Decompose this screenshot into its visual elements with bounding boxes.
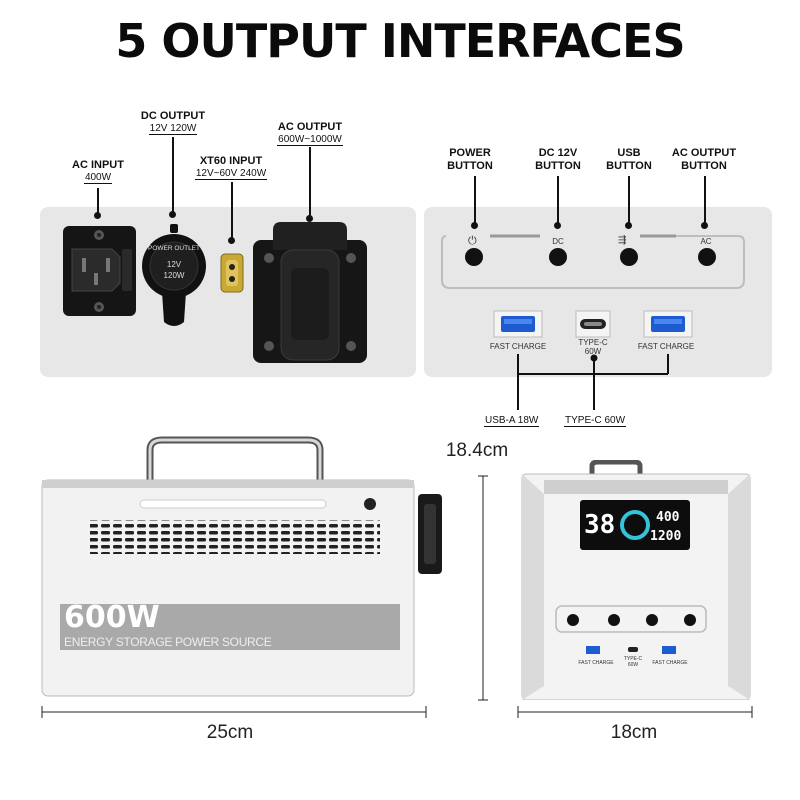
dc12v-button-callout: DC 12V BUTTON [527, 147, 589, 173]
dc12v-button-label-1: DC 12V [538, 147, 578, 159]
device-tagline: ENERGY STORAGE POWER SOURCE [64, 635, 272, 649]
panel-dc-label: DC [552, 237, 564, 246]
ac-socket [253, 222, 367, 363]
display-temp: 38 [584, 510, 616, 540]
front-typec: TYPE-C [623, 656, 643, 662]
dc-outlet-text-3: 120W [164, 271, 185, 280]
xt60-input-spec: 12V~60V 240W [194, 168, 268, 180]
width-dimension-line [517, 706, 753, 718]
usb-a-spec: USB-A 18W [484, 415, 540, 427]
device-brand: 600W [64, 600, 160, 635]
device-side-view [41, 436, 442, 697]
ac-output-button-label-2: BUTTON [681, 160, 727, 172]
ac-output-callout: AC OUTPUT 600W~1000W [268, 121, 352, 146]
usb-button-label-1: USB [617, 147, 641, 159]
device-front-view [521, 460, 751, 700]
dc-outlet-text-2: 12V [167, 260, 182, 269]
usb-a-port-left [493, 310, 543, 338]
front-fast-left: FAST CHARGE [578, 660, 614, 666]
ac-output-spec: 600W~1000W [277, 134, 343, 146]
front-fast-right: FAST CHARGE [652, 660, 688, 666]
power-button-label-2: BUTTON [447, 160, 493, 172]
dc12v-button-label-2: BUTTON [535, 160, 581, 172]
front-typec-w: 60W [627, 662, 639, 668]
ac-button[interactable] [698, 248, 716, 266]
length-dimension-line [41, 706, 427, 718]
height-dimension-line [478, 475, 488, 701]
ac-input-callout: AC INPUT 400W [62, 159, 134, 184]
dc-output-callout: DC OUTPUT 12V 120W [133, 110, 213, 135]
length-dimension: 25cm [206, 722, 254, 743]
usb-button[interactable] [620, 248, 638, 266]
panel-ac-label: AC [700, 237, 712, 246]
ac-input-spec: 400W [83, 172, 113, 184]
ac-output-button-callout: AC OUTPUT BUTTON [664, 147, 744, 173]
width-dimension: 18cm [610, 722, 658, 743]
usb-a-spec-callout: USB-A 18W [484, 410, 540, 428]
button-rail [441, 234, 745, 289]
dc-output-label: DC OUTPUT [140, 110, 206, 122]
usb-symbol-icon: ⇶ [618, 235, 627, 246]
height-dimension: 18.4cm [445, 440, 509, 461]
vent-grille [90, 520, 380, 554]
power-button-callout: POWER BUTTON [440, 147, 500, 173]
typec-spec: TYPE-C 60W [564, 415, 627, 427]
page-title: 5 OUTPUT INTERFACES [115, 14, 685, 68]
xt60-port [220, 253, 244, 293]
xt60-input-label: XT60 INPUT [199, 155, 263, 167]
dc-button[interactable] [549, 248, 567, 266]
usb-a-port-right [643, 310, 693, 338]
dc-car-outlet: POWER OUTLET 12V 120W [142, 224, 206, 326]
usb-callout-lines [517, 354, 669, 410]
power-symbol-icon: ⏻ [468, 235, 477, 247]
usb-c-port [575, 310, 611, 338]
usb-a-left-label: FAST CHARGE [489, 342, 547, 351]
power-button-label-1: POWER [449, 147, 491, 159]
usb-button-label-2: BUTTON [606, 160, 652, 172]
ac-input-label: AC INPUT [72, 159, 124, 171]
usb-a-right-label: FAST CHARGE [637, 342, 695, 351]
dc-outlet-text-1: POWER OUTLET [148, 245, 200, 252]
ac-inlet-port [63, 226, 136, 316]
xt60-input-callout: XT60 INPUT 12V~60V 240W [188, 155, 274, 180]
ac-output-button-label-1: AC OUTPUT [671, 147, 737, 159]
display-bottom-value: 1200 [650, 529, 682, 544]
usb-c-label-2: 60W [584, 347, 602, 356]
usb-c-label-1: TYPE-C [578, 338, 608, 347]
display-top-value: 400 [656, 510, 680, 525]
ac-output-label: AC OUTPUT [277, 121, 343, 133]
usb-button-callout: USB BUTTON [598, 147, 660, 173]
typec-spec-callout: TYPE-C 60W [564, 410, 627, 428]
power-button[interactable] [465, 248, 483, 266]
dc-output-spec: 12V 120W [148, 123, 198, 135]
